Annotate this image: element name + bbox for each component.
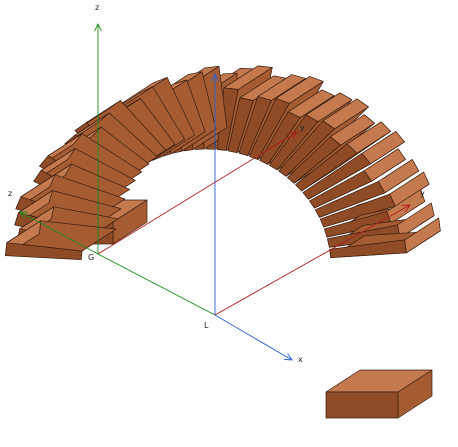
brick-front-face — [329, 239, 407, 259]
local-y-upper-label: y — [300, 123, 305, 132]
arch-brick — [287, 114, 375, 184]
upper-red-axis-arrowhead — [288, 131, 298, 139]
brick-front-face — [227, 97, 254, 154]
local-y-axis-label: y — [420, 189, 425, 198]
brick-front-face — [295, 143, 358, 192]
global-z-side-axis-arrowhead — [19, 211, 29, 219]
local-x-axis — [214, 314, 293, 361]
brick-front-face — [319, 193, 396, 228]
block-front-face — [325, 391, 399, 419]
global-diagonal-axis — [97, 253, 216, 316]
local-x-axis-label: x — [298, 355, 303, 364]
brick-front-face — [302, 153, 371, 200]
axis-labels: G z z L x y y — [8, 3, 425, 364]
upper-red-axis — [97, 131, 298, 255]
local-x-axis-arrowhead — [283, 353, 293, 361]
arch-brick — [302, 131, 405, 200]
local-y-axis — [214, 204, 411, 316]
arch-brick — [5, 220, 117, 260]
brick-arch — [5, 65, 441, 419]
brick-front-face — [309, 170, 372, 209]
global-z-side-label: z — [8, 189, 12, 198]
global-z-axis-label: z — [95, 3, 99, 12]
arch-brick — [319, 171, 430, 228]
brick-front-face — [259, 111, 301, 165]
arch-brick — [329, 217, 441, 259]
global-z-axis-arrowhead — [94, 22, 102, 32]
brick-front-face — [278, 120, 335, 177]
local-y-axis-arrowhead — [401, 204, 411, 212]
brick-front-face — [323, 211, 392, 238]
brick-front-face — [314, 181, 386, 218]
right-base-block — [325, 369, 433, 419]
brick-front-face — [5, 242, 83, 260]
local-origin-label: L — [204, 321, 209, 330]
brick-front-face — [249, 98, 290, 160]
arch-brick — [295, 121, 392, 192]
brick-front-face — [287, 136, 341, 184]
brick-front-face — [238, 96, 272, 157]
global-z-side-axis — [19, 211, 99, 255]
global-origin-label: G — [88, 253, 94, 262]
local-vertical-axis-arrowhead — [211, 72, 219, 82]
arch-brick — [314, 159, 420, 218]
brick-front-face — [269, 114, 319, 171]
arch-brick — [309, 148, 406, 209]
axes-overlay — [19, 22, 411, 361]
